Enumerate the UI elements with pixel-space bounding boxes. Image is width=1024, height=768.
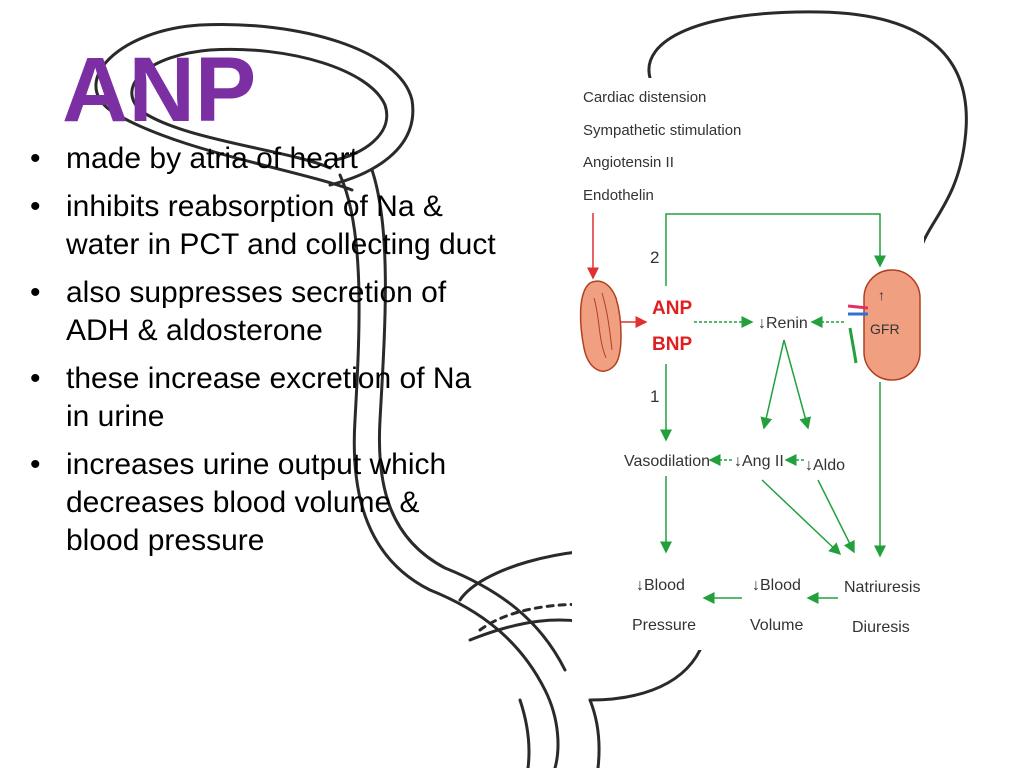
hormone-bnp: BNP	[652, 334, 692, 355]
bullet-item: inhibits reabsorption of Na & water in P…	[28, 188, 498, 264]
anp-pathway-diagram: Cardiac distension Sympathetic stimulati…	[572, 78, 924, 650]
bullet-item: these increase excretion of Na in urine	[28, 360, 498, 436]
natriuresis-label: Diuresis	[852, 619, 910, 636]
stimulus-label: Angiotensin II	[583, 154, 674, 171]
pathway-label: 2	[650, 248, 659, 267]
natriuresis-label: Natriuresis	[844, 579, 920, 596]
aldo-to-natriuresis-arrow	[817, 479, 855, 554]
kidney-icon	[847, 269, 921, 381]
bullet-item: also suppresses secretion of ADH & aldos…	[28, 274, 498, 350]
stimulus-label: Endothelin	[583, 187, 654, 204]
renin-label: ↓Renin	[758, 315, 808, 332]
renin-to-angii-arrow	[760, 339, 785, 430]
vasodilation-label: Vasodilation	[624, 453, 710, 470]
aldo-label: ↓Aldo	[805, 457, 845, 474]
hormone-anp: ANP	[652, 298, 692, 319]
stimulus-label: Sympathetic stimulation	[583, 122, 741, 139]
pathway-label: 1	[650, 387, 659, 406]
bullet-item: made by atria of heart	[28, 140, 498, 178]
blood-pressure-label: Pressure	[632, 617, 696, 634]
blood-volume-label: Volume	[750, 617, 803, 634]
pathway-2-arrow	[665, 213, 886, 286]
bullet-list: made by atria of heart inhibits reabsorp…	[28, 140, 498, 570]
slide-title: ANP	[62, 39, 257, 141]
angii-to-natriuresis-arrow	[761, 479, 842, 556]
gfr-arrow-label: ↑	[878, 287, 885, 303]
stimulus-label: Cardiac distension	[583, 89, 706, 106]
bullet-item: increases urine output which decreases b…	[28, 446, 498, 560]
heart-icon	[579, 280, 622, 372]
renin-to-aldo-arrow	[783, 339, 812, 430]
angii-label: ↓Ang II	[734, 453, 784, 470]
gfr-label: GFR	[870, 321, 900, 337]
blood-volume-label: ↓Blood	[752, 577, 801, 594]
blood-pressure-label: ↓Blood	[636, 577, 685, 594]
